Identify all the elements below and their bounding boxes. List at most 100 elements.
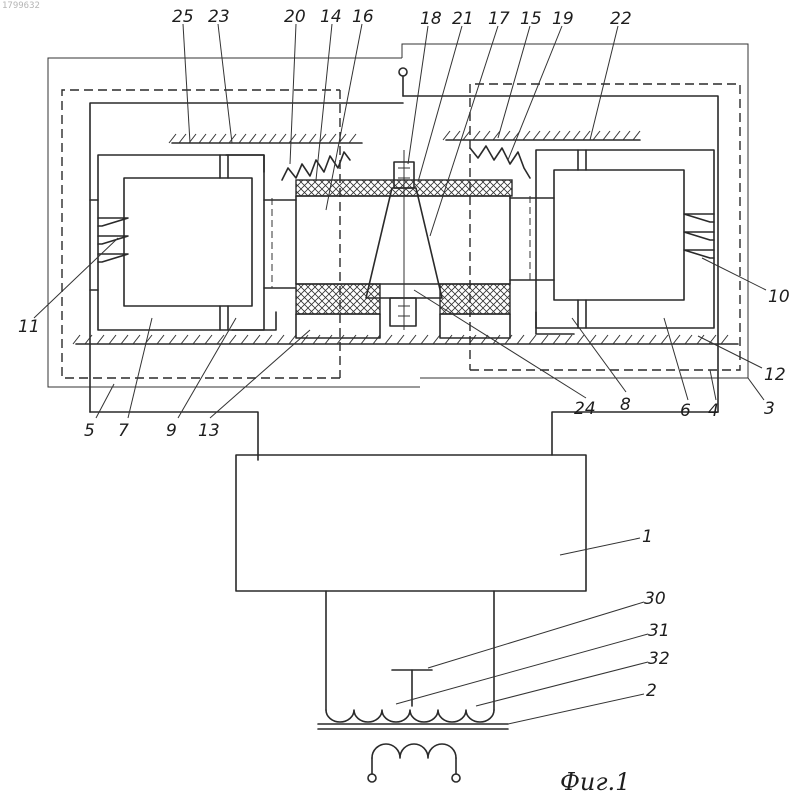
- label-18: 18: [420, 9, 442, 29]
- transformer-block: [236, 455, 586, 591]
- hatch-tick: [85, 335, 92, 344]
- hatch-tick: [543, 131, 550, 140]
- hatch-tick: [349, 335, 356, 344]
- hatch-tick: [289, 134, 296, 143]
- label-13: 13: [198, 421, 220, 441]
- hatch-tick: [453, 131, 460, 140]
- label-15: 15: [520, 9, 542, 29]
- hatch-tick: [249, 134, 256, 143]
- label-5: 5: [84, 421, 95, 441]
- hatch-tick: [397, 335, 404, 344]
- hatch-tick: [179, 134, 186, 143]
- hatch-tick: [409, 335, 416, 344]
- hatch-tick: [205, 335, 212, 344]
- top-terminal: [399, 68, 407, 96]
- hatch-tick: [433, 335, 440, 344]
- hatch-tick: [121, 335, 128, 344]
- leader-lines: [34, 24, 766, 724]
- label-19: 19: [552, 9, 574, 29]
- hatch-tick: [241, 335, 248, 344]
- hatch-tick: [329, 134, 336, 143]
- hatch-tick: [563, 131, 570, 140]
- label-12: 12: [764, 365, 786, 385]
- label-8: 8: [620, 395, 631, 415]
- label-31: 31: [648, 621, 670, 641]
- label-7: 7: [118, 421, 129, 441]
- hatch-tick: [457, 335, 464, 344]
- label-25: 25: [172, 7, 194, 27]
- hatch-tick: [299, 134, 306, 143]
- label-2: 2: [646, 681, 657, 701]
- hatch-tick: [601, 335, 608, 344]
- hatch-tick: [209, 134, 216, 143]
- hatch-tick: [493, 335, 500, 344]
- hatch-tick: [577, 335, 584, 344]
- hatch-tick: [229, 335, 236, 344]
- hatch-tick: [279, 134, 286, 143]
- hatch-tick: [661, 335, 668, 344]
- hatch-tick: [483, 131, 490, 140]
- hatch-tick: [313, 335, 320, 344]
- hatch-tick: [649, 335, 656, 344]
- hatch-tick: [593, 131, 600, 140]
- right-magnet-core: [510, 150, 714, 328]
- hatch-tick: [181, 335, 188, 344]
- hatch-tick: [217, 335, 224, 344]
- hatch-tick: [445, 335, 452, 344]
- hatch-tick: [373, 335, 380, 344]
- hatch-tick: [603, 131, 610, 140]
- hatch-tick: [613, 131, 620, 140]
- hatch-tick: [133, 335, 140, 344]
- label-22: 22: [610, 9, 632, 29]
- label-32: 32: [648, 649, 670, 669]
- label-21: 21: [452, 9, 474, 29]
- hatch-tick: [325, 335, 332, 344]
- dashed-frames: [62, 84, 740, 378]
- coil-circuit: [318, 591, 508, 782]
- label-23: 23: [208, 7, 230, 27]
- hatch-tick: [613, 335, 620, 344]
- hatch-tick: [199, 134, 206, 143]
- hatch-tick: [553, 335, 560, 344]
- hatch-tick: [169, 335, 176, 344]
- label-20: 20: [284, 7, 306, 27]
- document-code: 1799632: [2, 1, 40, 11]
- label-16: 16: [352, 7, 374, 27]
- hatch-tick: [573, 131, 580, 140]
- right-spring: [470, 146, 530, 178]
- hatch-tick: [239, 134, 246, 143]
- hatch-tick: [565, 335, 572, 344]
- label-24: 24: [574, 399, 596, 419]
- label-14: 14: [320, 7, 342, 27]
- label-3: 3: [764, 399, 775, 419]
- right-winding: [684, 214, 714, 258]
- hatch-tick: [553, 131, 560, 140]
- hatch-tick: [721, 335, 728, 344]
- hatch-tick: [633, 131, 640, 140]
- label-4: 4: [708, 401, 719, 421]
- label-1: 1: [642, 527, 653, 547]
- hatch-tick: [157, 335, 164, 344]
- hatch-tick: [623, 131, 630, 140]
- hatch-tick: [709, 335, 716, 344]
- hatch-tick: [361, 335, 368, 344]
- hatch-tick: [637, 335, 644, 344]
- label-30: 30: [644, 589, 666, 609]
- figure-caption: Фиг.1: [560, 768, 630, 796]
- hatch-tick: [443, 131, 450, 140]
- hatch-tick: [473, 131, 480, 140]
- hatch-tick: [517, 335, 524, 344]
- hatch-tick: [259, 134, 266, 143]
- hatch-tick: [529, 335, 536, 344]
- label-17: 17: [488, 9, 510, 29]
- label-6: 6: [680, 401, 691, 421]
- hatch-tick: [349, 134, 356, 143]
- hatch-tick: [385, 335, 392, 344]
- hatch-tick: [229, 134, 236, 143]
- hatch-tick: [625, 335, 632, 344]
- hatch-tick: [169, 134, 176, 143]
- hatch-tick: [193, 335, 200, 344]
- hatch-tick: [541, 335, 548, 344]
- left-magnet-core: [90, 155, 296, 330]
